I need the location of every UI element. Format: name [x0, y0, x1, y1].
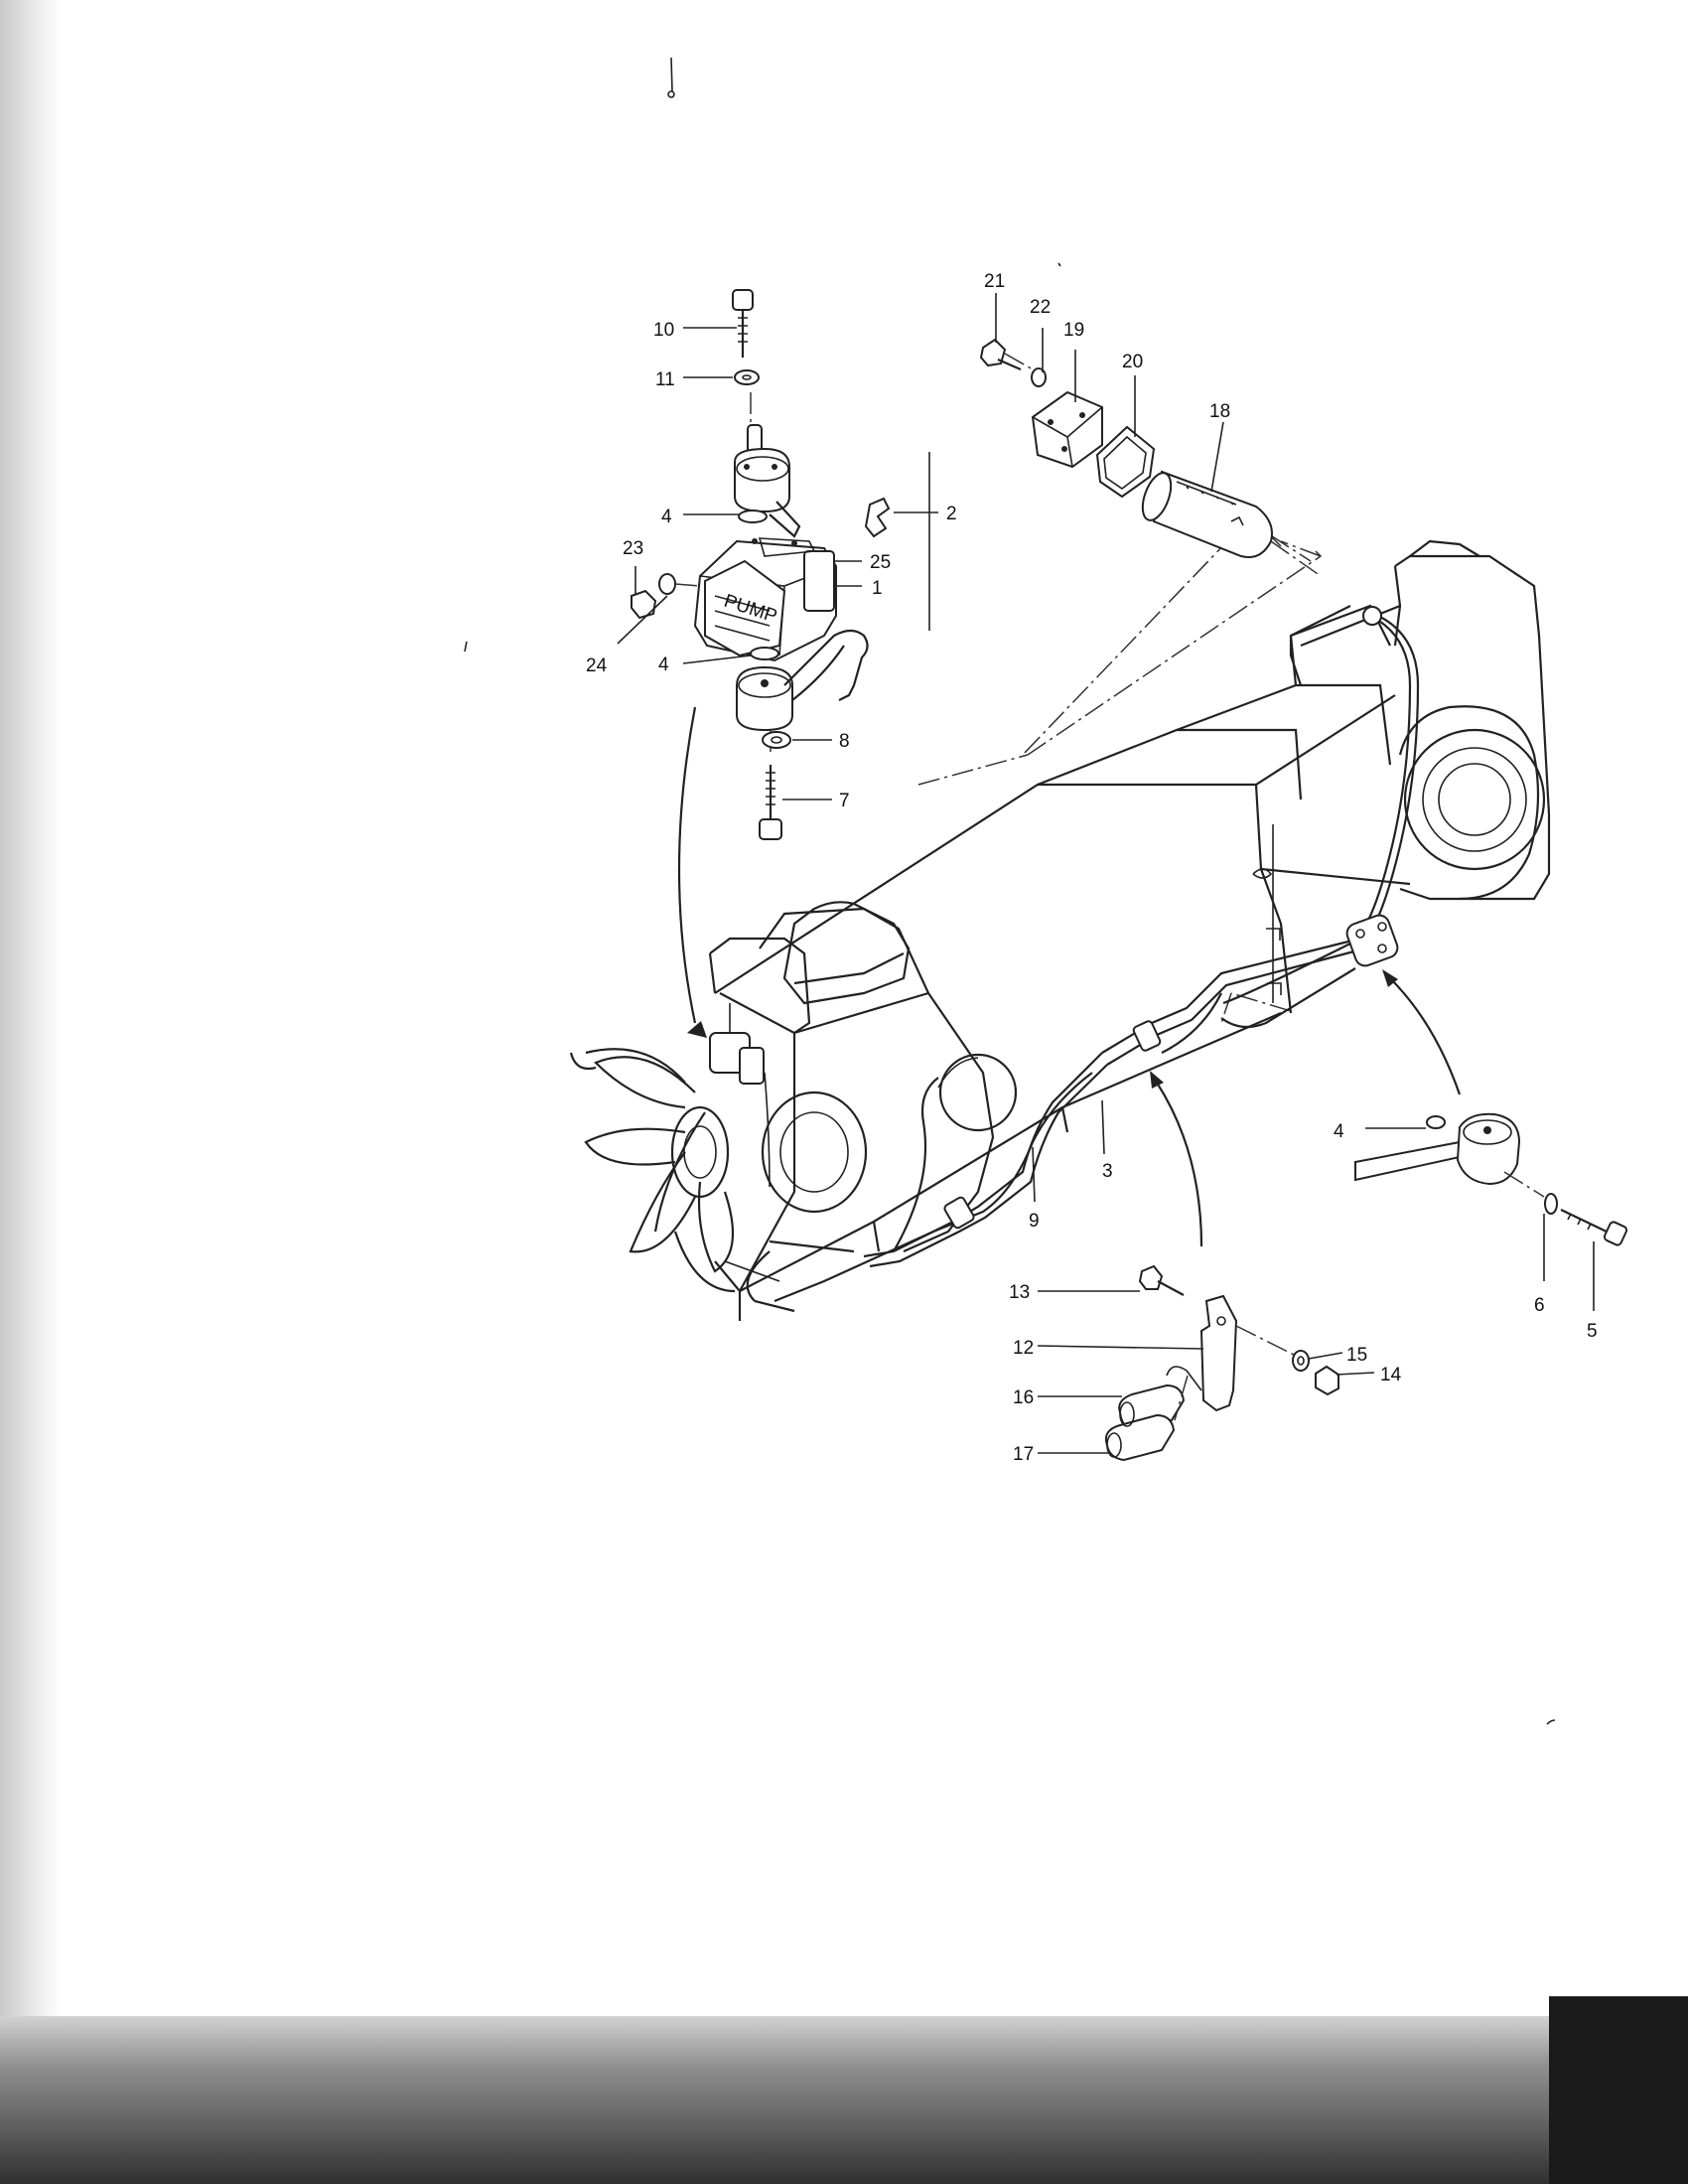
callout-20: 20: [1122, 352, 1143, 372]
callout-21: 21: [984, 271, 1005, 292]
scan-specks: [464, 57, 1556, 1725]
callout-13: 13: [1009, 1282, 1030, 1303]
callout-12: 12: [1013, 1338, 1034, 1359]
callout-17: 17: [1013, 1444, 1034, 1465]
callout-9: 9: [1029, 1211, 1040, 1232]
callout-23: 23: [623, 538, 643, 559]
callout-labels: 10 11 4 2 23 25 1 24 4 8 7 21 22 19 20 1…: [586, 271, 1598, 1465]
scan-shadow-left: [0, 0, 62, 2184]
callout-24: 24: [586, 655, 608, 676]
engine-transmission-assembly: [569, 514, 1551, 1321]
callout-5: 5: [1587, 1321, 1598, 1342]
callout-4-right: 4: [1334, 1121, 1344, 1142]
callout-25: 25: [870, 552, 891, 573]
callout-7: 7: [839, 791, 850, 811]
scan-bottom-edge: [0, 2016, 1688, 2184]
callout-10: 10: [653, 320, 674, 341]
callout-4: 4: [661, 507, 672, 527]
callout-22: 22: [1030, 297, 1051, 318]
scan-bottom-corner: [1549, 1996, 1688, 2184]
callout-3: 3: [1102, 1161, 1113, 1182]
callout-1: 1: [872, 578, 883, 599]
assembly-arrows: [677, 706, 1462, 1247]
callout-8: 8: [839, 731, 850, 752]
pipe-lines: [724, 606, 1420, 1303]
banjo-fitting-detail: [1354, 1112, 1628, 1311]
callout-4-lower: 4: [658, 655, 669, 675]
callout-15: 15: [1346, 1345, 1367, 1366]
fuel-pump-exploded-view: PUMP: [617, 289, 938, 840]
callout-11: 11: [655, 369, 675, 390]
callout-14: 14: [1380, 1365, 1402, 1385]
callout-18: 18: [1209, 401, 1230, 422]
cooling-fan: [569, 1048, 736, 1293]
callout-6: 6: [1534, 1295, 1545, 1316]
callout-16: 16: [1013, 1387, 1034, 1408]
callout-2: 2: [946, 504, 957, 524]
callout-19: 19: [1063, 320, 1084, 341]
filter-exploded-view: [979, 293, 1322, 577]
clamp-detail: [1032, 1099, 1375, 1462]
